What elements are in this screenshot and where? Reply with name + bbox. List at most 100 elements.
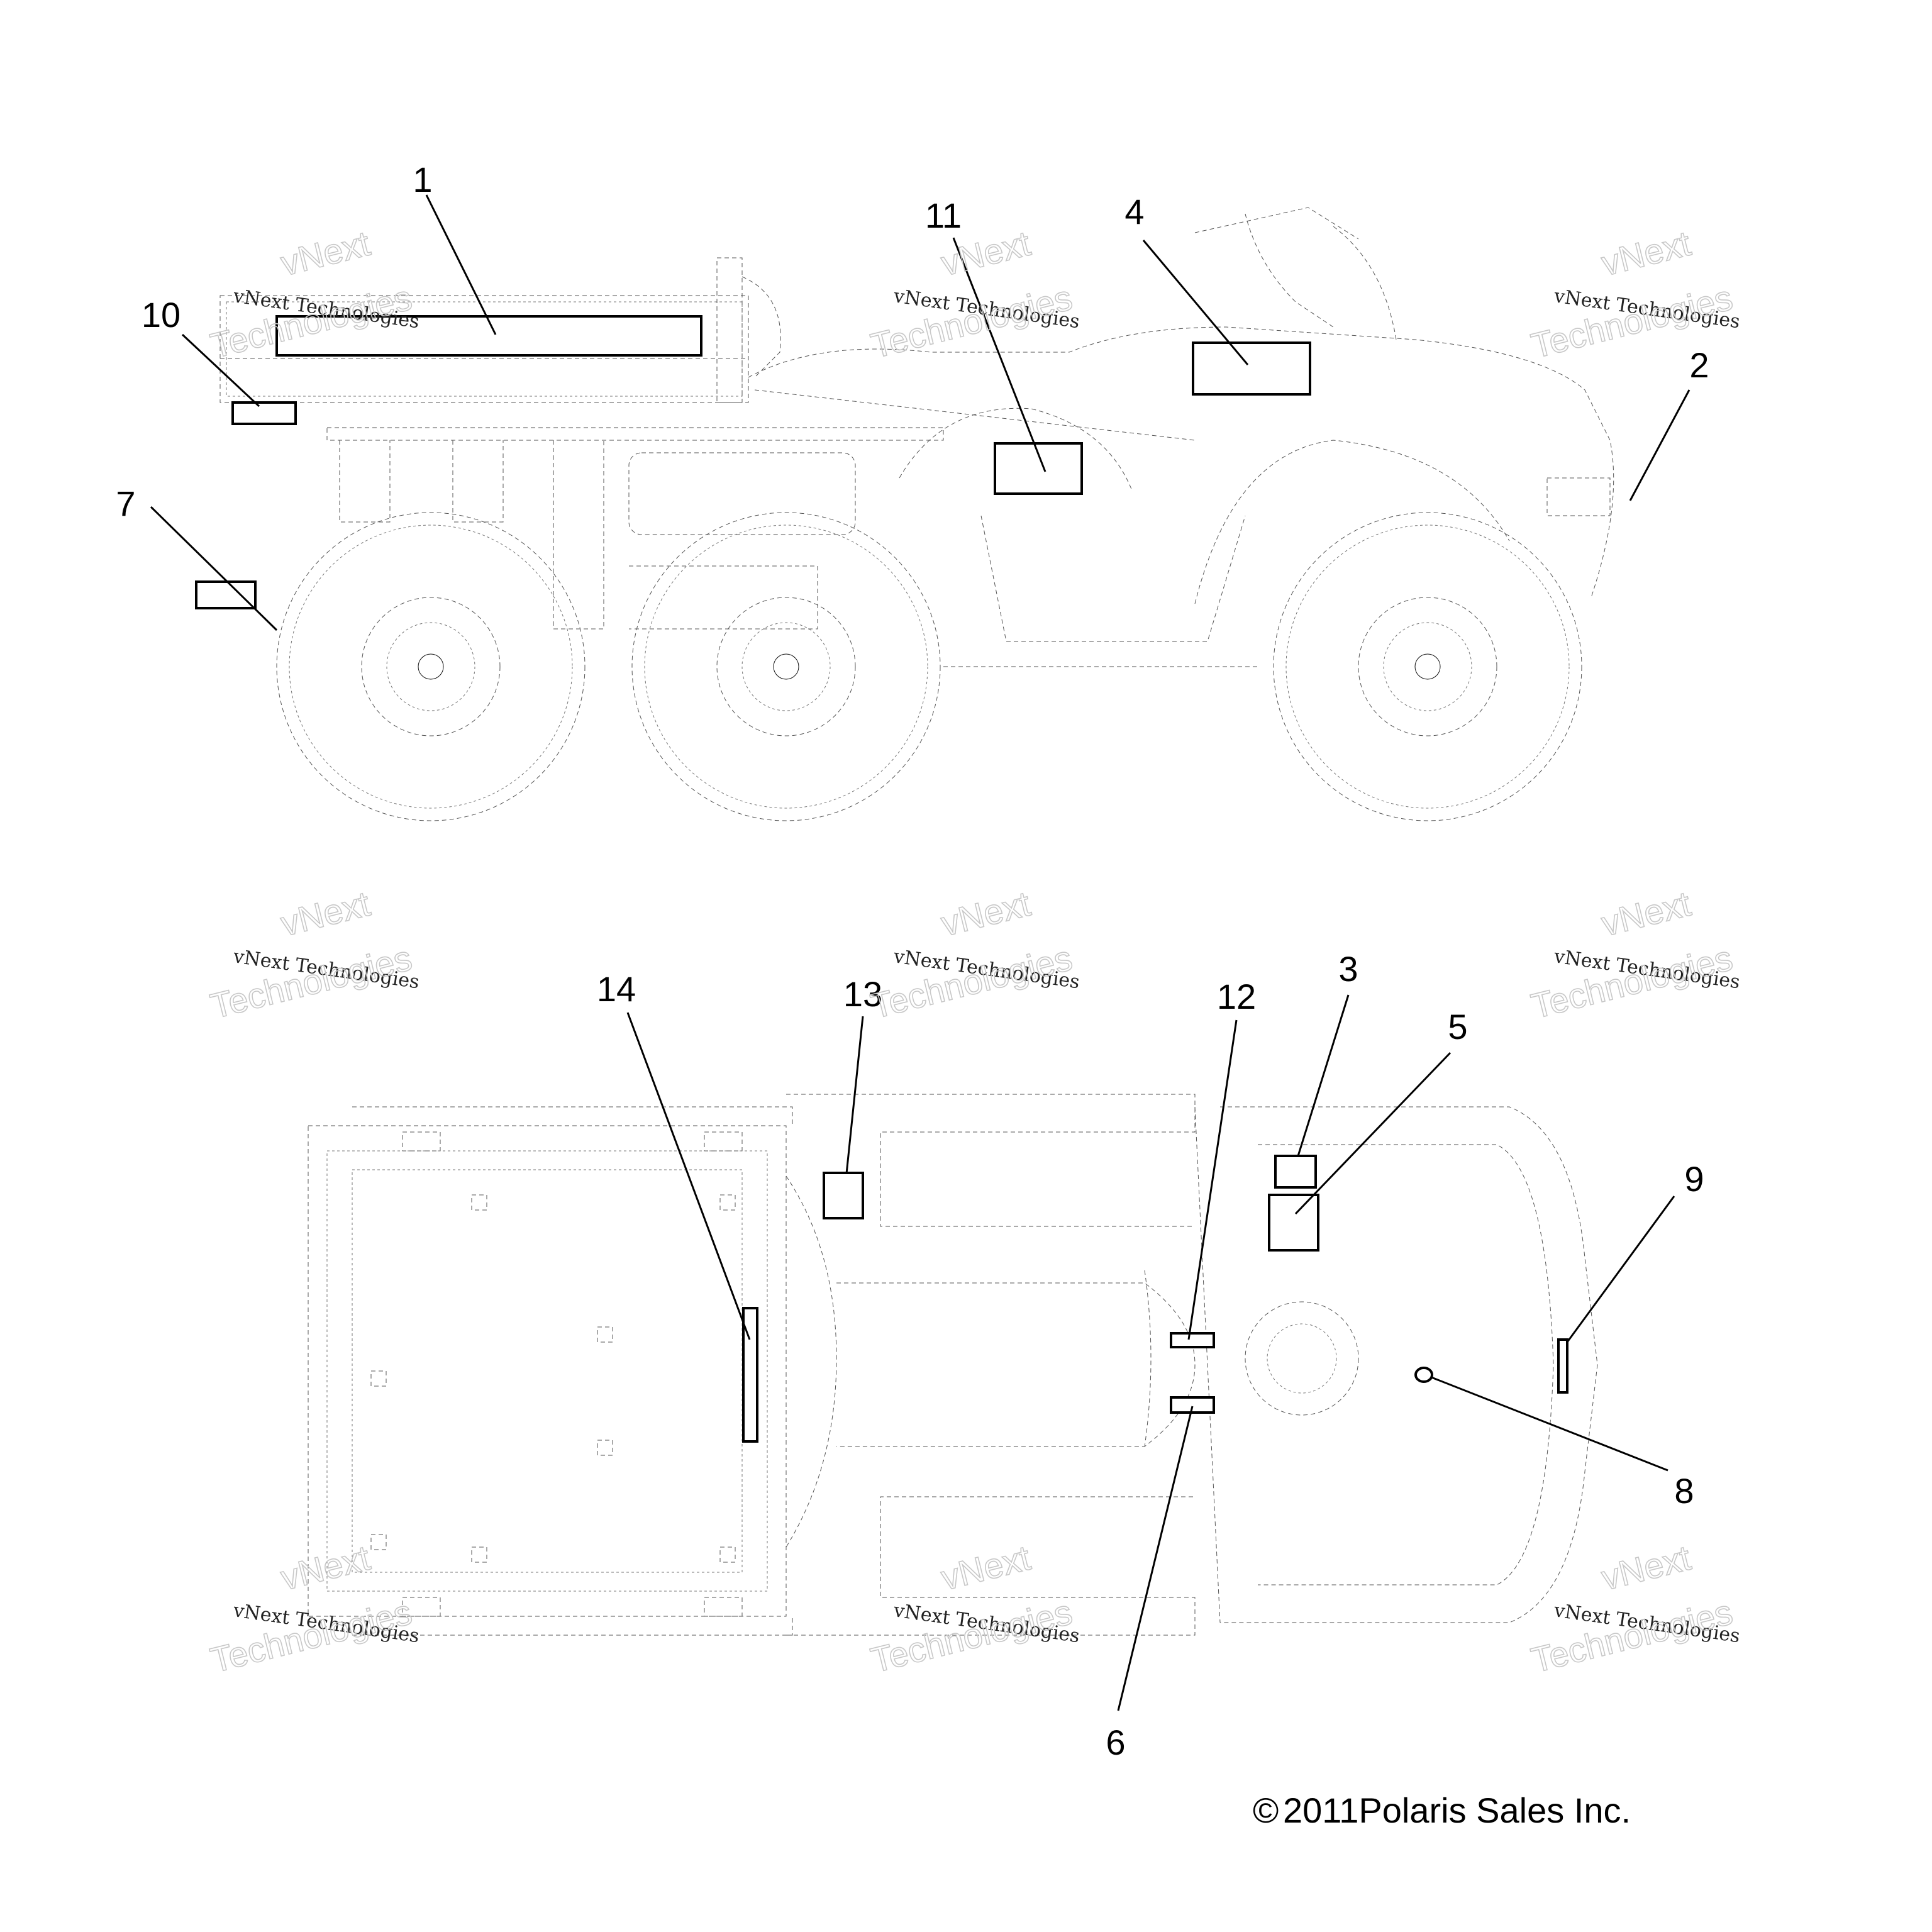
watermark: vNext Technologies vNext Technologies <box>1527 1537 1741 1680</box>
decal-3 <box>1274 1155 1317 1189</box>
axle-housing <box>628 452 856 535</box>
callout-10: 10 <box>142 295 180 335</box>
watermark: vNext Technologies vNext Technologies <box>1527 223 1741 366</box>
watermark: vNext Technologies vNext Technologies <box>867 1537 1081 1680</box>
cargo-bed-inner <box>326 1150 768 1592</box>
callout-8: 8 <box>1674 1471 1694 1511</box>
leader-1 <box>425 194 497 335</box>
right-footrest <box>786 1496 1196 1636</box>
callout-2: 2 <box>1689 345 1709 385</box>
tiedown <box>704 1597 743 1617</box>
bed-mount <box>597 1326 613 1343</box>
bed-mount <box>597 1440 613 1456</box>
callout-13: 13 <box>843 974 882 1014</box>
bed-mount <box>471 1194 487 1211</box>
handlebar-top <box>1194 1106 1221 1623</box>
front-fender-arch <box>1194 440 1510 604</box>
leader-5 <box>1294 1052 1452 1215</box>
watermark-logo-word: vNext <box>1597 884 1695 944</box>
leader-6 <box>1117 1406 1194 1711</box>
cargo-bed-outline <box>308 1125 787 1617</box>
lower-frame <box>629 565 818 630</box>
leader-9 <box>1566 1196 1675 1343</box>
windscreen <box>1333 226 1397 340</box>
decal-7 <box>195 580 257 609</box>
body-top-contour <box>748 326 1614 598</box>
leader-4 <box>1142 240 1249 365</box>
leader-12 <box>1187 1019 1238 1340</box>
tiedown <box>402 1131 441 1152</box>
fuel-tank <box>1144 1270 1152 1447</box>
callout-1: 1 <box>413 160 432 199</box>
bed-mount <box>719 1194 736 1211</box>
watermark-logo-word: vNext <box>937 1538 1035 1598</box>
front-wheel <box>1273 512 1582 821</box>
leader-10 <box>181 333 260 408</box>
leader-7 <box>150 506 278 631</box>
decal-10 <box>231 401 297 425</box>
watermark: vNext Technologies vNext Technologies <box>206 883 421 1026</box>
watermark: vNext Technologies vNext Technologies <box>206 1537 421 1680</box>
seat-line <box>754 389 1196 441</box>
watermark: vNext Technologies vNext Technologies <box>867 223 1081 366</box>
cargo-box-side <box>219 295 749 403</box>
footwell <box>980 515 1246 642</box>
handlebar <box>1194 207 1359 240</box>
top-view-vehicle <box>308 1094 1598 1636</box>
decal-8 <box>1414 1367 1433 1383</box>
rear-wheel <box>276 512 586 821</box>
seat-top <box>836 1282 1196 1447</box>
bed-mount <box>719 1546 736 1563</box>
callout-3: 3 <box>1338 949 1358 989</box>
decal-12 <box>1170 1332 1215 1348</box>
middle-wheel <box>631 512 941 821</box>
left-footrest <box>786 1094 1196 1227</box>
watermark-logo-word: vNext <box>1597 223 1695 284</box>
headboard-curve <box>741 276 781 378</box>
callout-5: 5 <box>1448 1007 1467 1046</box>
leader-14 <box>626 1012 751 1340</box>
leader-13 <box>845 1016 864 1174</box>
callout-4: 4 <box>1124 192 1144 231</box>
seat-rear <box>786 1175 837 1548</box>
decal-6 <box>1170 1396 1215 1414</box>
copyright-symbol: © <box>1253 1790 1279 1830</box>
headlight <box>1546 477 1611 516</box>
bed-mount <box>370 1370 387 1387</box>
tiedown <box>704 1131 743 1152</box>
decal-14 <box>742 1307 758 1443</box>
watermark-logo-word: vNext <box>277 884 374 944</box>
watermark-logo-word: vNext <box>277 1538 374 1598</box>
callout-14: 14 <box>597 969 636 1009</box>
cargo-bed-rear <box>352 1616 793 1636</box>
decal-11 <box>994 442 1083 495</box>
watermark: vNext Technologies vNext Technologies <box>1527 883 1741 1026</box>
leader-11 <box>952 237 1046 472</box>
tiedown <box>402 1597 441 1617</box>
side-view-vehicle <box>219 207 1614 821</box>
callout-6: 6 <box>1106 1723 1125 1762</box>
bed-mount <box>471 1546 487 1563</box>
frame-upright <box>553 440 604 630</box>
callout-11: 11 <box>925 196 962 235</box>
steering-hub <box>1245 1301 1359 1416</box>
frame-rail <box>326 427 944 441</box>
rear-shock-right <box>452 440 504 523</box>
cargo-bed-front <box>352 1106 793 1126</box>
watermark-logo-word: vNext <box>937 884 1035 944</box>
copyright-text: 2011Polaris Sales Inc. <box>1283 1790 1631 1830</box>
leader-2 <box>1629 389 1690 501</box>
callout-9: 9 <box>1684 1159 1704 1199</box>
decal-4 <box>1192 341 1311 396</box>
steering-hub-inner <box>1267 1323 1337 1394</box>
decal-5 <box>1268 1194 1319 1252</box>
watermark-logo-word: vNext <box>277 223 374 284</box>
decal-9 <box>1557 1338 1568 1394</box>
headboard-post <box>716 257 743 403</box>
copyright: © 2011Polaris Sales Inc. <box>1253 1790 1631 1830</box>
leader-3 <box>1297 994 1350 1157</box>
front-fender-outline <box>1220 1106 1598 1623</box>
callout-7: 7 <box>116 484 135 523</box>
decal-13 <box>823 1172 864 1219</box>
